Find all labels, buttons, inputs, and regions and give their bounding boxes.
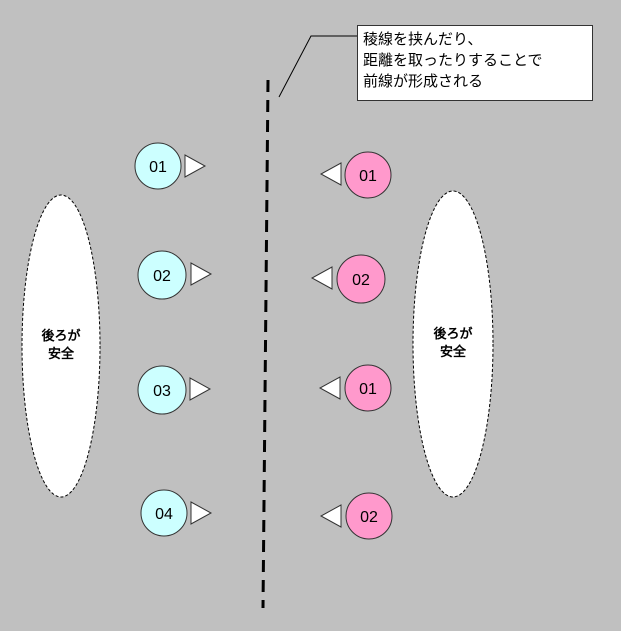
left-unit-arrow (184, 154, 207, 178)
safe-zone-right-label: 後ろが 安全 (413, 326, 493, 362)
callout-box: 稜線を挟んだり、 距離を取ったりすることで 前線が形成される (357, 25, 593, 101)
left-unit-arrow (190, 262, 213, 286)
right-unit-label: 01 (359, 168, 377, 185)
callout-leader (278, 35, 357, 98)
safe-zone-left-label: 後ろが 安全 (21, 328, 101, 364)
callout-line-1: 稜線を挟んだり、 (363, 30, 483, 48)
right-unit-arrow (310, 266, 333, 290)
safe-zone-right-line1: 後ろが (433, 327, 473, 342)
left-unit-3: 03 (137, 365, 212, 415)
right-unit-3: 01 (318, 364, 392, 412)
right-unit-arrow (319, 504, 342, 528)
callout-line-2: 距離を取ったりすることで (363, 51, 543, 69)
left-unit-arrow (189, 377, 212, 401)
left-unit-label: 03 (153, 383, 171, 400)
left-unit-1: 01 (134, 142, 207, 190)
safe-zone-right (412, 190, 494, 498)
right-unit-label: 02 (360, 509, 378, 526)
ridge-line (261, 79, 270, 609)
right-unit-circle (344, 151, 392, 199)
safe-zone-left (21, 194, 101, 498)
left-unit-circle (134, 142, 182, 190)
right-unit-4: 02 (319, 492, 393, 540)
right-unit-circle (344, 364, 392, 412)
left-unit-circle (137, 365, 187, 415)
right-unit-1: 01 (319, 151, 392, 199)
safe-zone-right-line2: 安全 (439, 345, 466, 360)
right-unit-label: 01 (359, 381, 377, 398)
right-unit-label: 02 (352, 272, 370, 289)
right-unit-circle (336, 254, 386, 304)
callout-line-3: 前線が形成される (363, 72, 484, 90)
left-unit-circle (137, 250, 187, 300)
right-unit-arrow (319, 162, 342, 186)
left-unit-label: 01 (149, 159, 167, 176)
left-unit-arrow (190, 501, 213, 525)
safe-zone-left-line2: 安全 (47, 347, 74, 362)
safe-zone-left-line1: 後ろが (41, 329, 81, 344)
left-unit-2: 02 (137, 250, 213, 300)
left-unit-label: 02 (153, 268, 171, 285)
left-unit-label: 04 (155, 506, 173, 523)
left-unit-4: 04 (140, 489, 213, 537)
left-unit-circle (140, 489, 188, 537)
right-unit-2: 02 (310, 254, 386, 304)
right-unit-circle (345, 492, 393, 540)
right-unit-arrow (318, 376, 341, 400)
